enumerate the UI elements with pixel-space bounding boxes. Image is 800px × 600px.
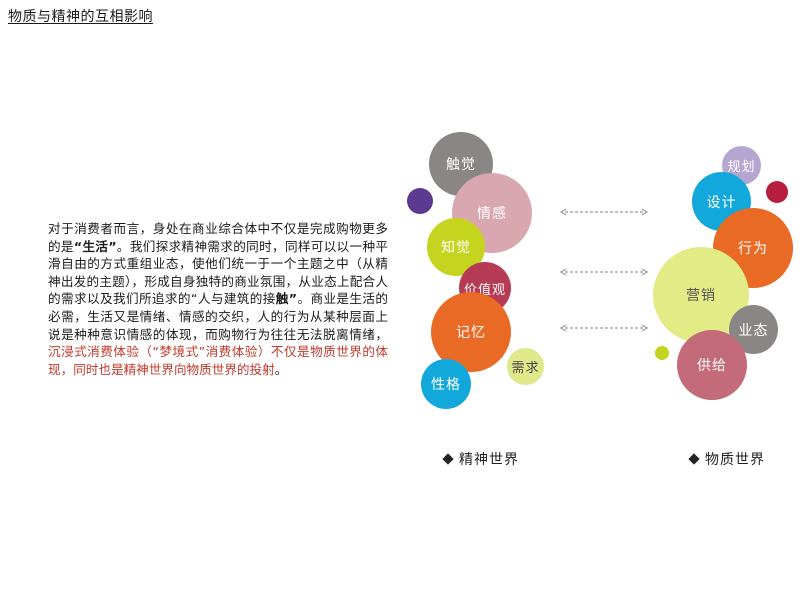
double-arrow-icon xyxy=(560,208,648,216)
body-text-part3: 。商业是生活的必需，生活又是情绪、情感的交织，人的行为从某种层面上说是种种意识情… xyxy=(48,291,389,342)
bubble-business-format: 业态 xyxy=(729,305,778,354)
body-text-part4: 。 xyxy=(274,361,288,377)
bubble-memory: 记忆 xyxy=(431,292,511,372)
bubble-need: 需求 xyxy=(507,348,544,385)
bubble-touch: 触觉 xyxy=(429,132,493,196)
bubble-character: 性格 xyxy=(421,359,471,409)
body-quote-contact: 触” xyxy=(275,291,298,307)
body-text-part1: 对于消费者而言，身处在商业综合体中不仅是完成购物更多的是 xyxy=(48,221,388,254)
bubble-supply: 供给 xyxy=(677,330,747,400)
diamond-icon xyxy=(688,453,700,465)
double-arrow-1 xyxy=(560,208,648,216)
double-arrow-icon xyxy=(560,268,648,276)
double-arrow-3 xyxy=(560,324,648,332)
body-highlight-red: 沉浸式消费体验（“梦境式”消费体验）不仅是物质世界的体现，同时也是精神世界向物质… xyxy=(48,344,388,377)
body-quote-life: “生活” xyxy=(73,238,117,254)
bubble-green-dot xyxy=(655,346,669,360)
body-paragraph: 对于消费者而言，身处在商业综合体中不仅是完成购物更多的是“生活”。我们探求精神需… xyxy=(48,220,388,378)
bubble-purple-dot xyxy=(407,188,433,214)
body-text-part2: 。我们探求精神需求的同时，同样可以以一种平滑自由的方式重组业态，使他们统一于一个… xyxy=(48,238,389,307)
bubble-red-dot xyxy=(766,181,788,203)
double-arrow-2 xyxy=(560,268,648,276)
page-title: 物质与精神的互相影响 xyxy=(8,9,153,25)
diamond-icon xyxy=(442,453,454,465)
double-arrow-icon xyxy=(560,324,648,332)
label-material-world: 物质世界 xyxy=(688,449,765,469)
label-spiritual-world: 精神世界 xyxy=(442,449,519,469)
